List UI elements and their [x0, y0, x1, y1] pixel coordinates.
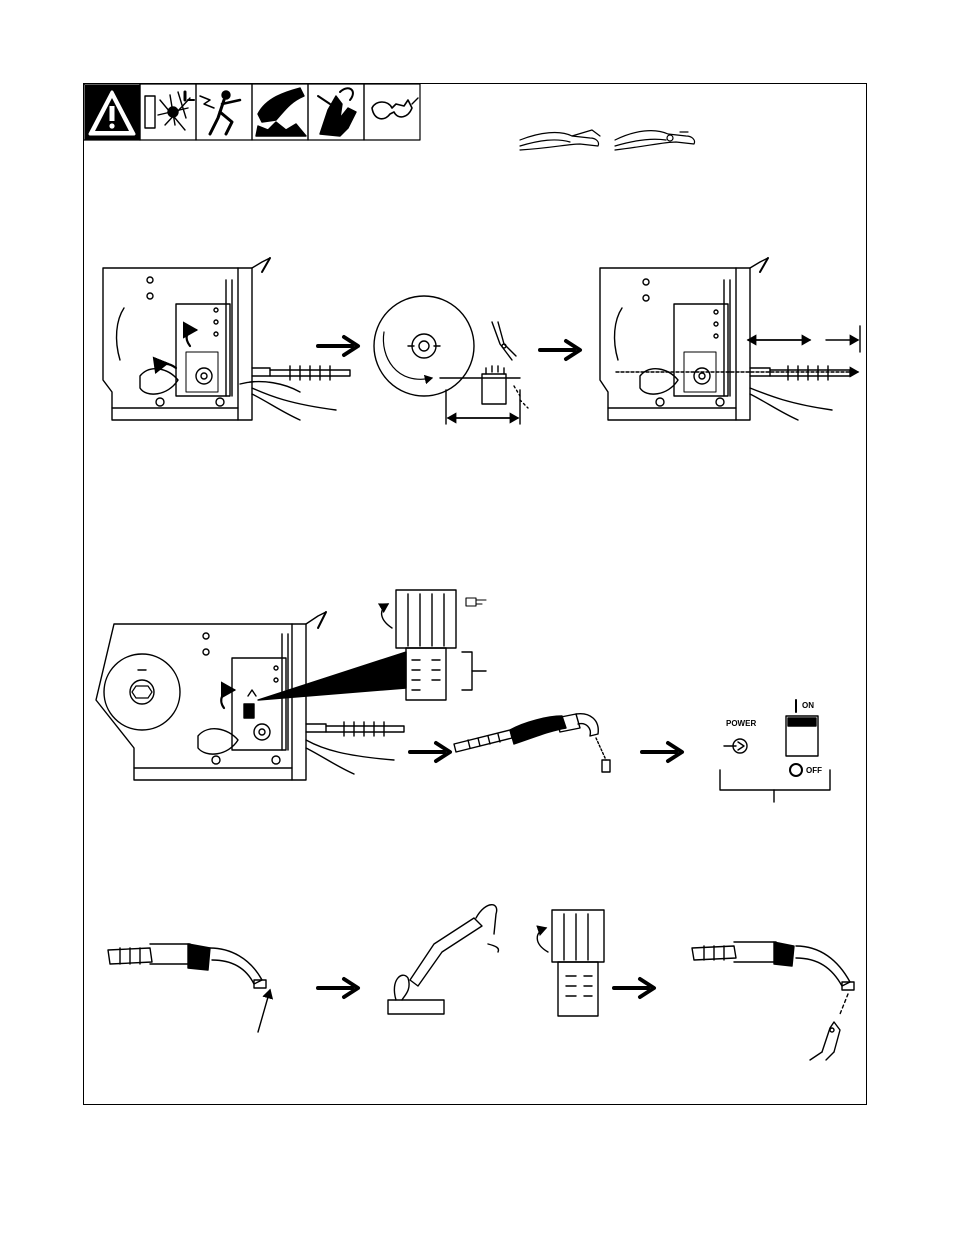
step-arrow: [318, 979, 358, 997]
power-label: POWER: [726, 720, 756, 728]
off-label: OFF: [806, 767, 822, 775]
step-arrow: [540, 341, 580, 359]
diagonal-cutters-icon: [492, 322, 516, 360]
wire-spool: [374, 296, 528, 424]
zoom-callout: [258, 652, 406, 700]
safety-glasses-icon: [372, 98, 418, 119]
slip-joint-pliers-icon: [615, 131, 695, 150]
step-arrow: [614, 979, 654, 997]
welding-gun-trim: [692, 942, 854, 1060]
pointing-hand-icon: [466, 598, 486, 606]
welding-gun: [454, 714, 610, 772]
explosion-icon: [145, 92, 194, 130]
feeder-unit-step2: [96, 612, 404, 780]
step-arrow: [410, 743, 450, 761]
feeder-unit-step1b: [600, 258, 860, 420]
step-arrow: [318, 337, 358, 355]
electric-shock-icon: [200, 91, 240, 134]
hot-parts-icon: [256, 88, 306, 136]
pinch-hand-icon: [318, 88, 356, 136]
on-label: ON: [802, 702, 814, 710]
cutting-pliers-icon: [520, 130, 600, 150]
warning-icon: [85, 85, 140, 140]
welding-gun-row3: [108, 944, 270, 1032]
power-switch-panel: [720, 700, 830, 802]
step-arrow: [642, 743, 682, 761]
gun-hook: [388, 905, 499, 1014]
tension-knob-row3: [537, 910, 604, 1016]
feeder-unit-step1: [103, 258, 350, 420]
